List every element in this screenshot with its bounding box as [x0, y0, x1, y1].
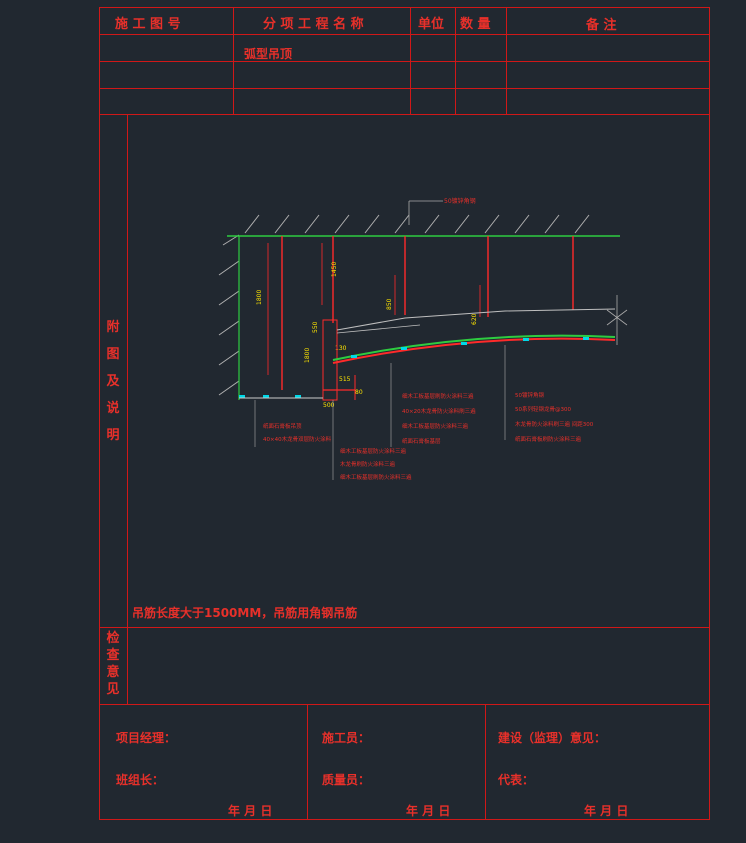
- header-divider: [99, 34, 710, 35]
- figure-bottom-divider: [99, 627, 710, 628]
- header-item-name: 分 项 工 程 名 称: [263, 17, 364, 32]
- svg-text:纸面石膏板刷防火涂料三遍: 纸面石膏板刷防火涂料三遍: [515, 435, 582, 443]
- svg-text:细木工板基层刷防火涂料三遍: 细木工板基层刷防火涂料三遍: [340, 473, 412, 481]
- column-divider: [233, 7, 234, 114]
- supervisor-opinion-label: 建设（监理）意见：: [498, 731, 607, 745]
- representative-label: 代表：: [498, 773, 535, 787]
- ceiling-section-drawing: 1800 1450 850 620 550 1800 130 515 80 50…: [218, 197, 628, 481]
- svg-text:1800: 1800: [304, 348, 311, 363]
- svg-text:40×20木龙骨防火涂料刷三遍: 40×20木龙骨防火涂料刷三遍: [402, 407, 476, 415]
- signoff-divider: [307, 704, 308, 820]
- header-quantity: 数 量: [460, 17, 491, 32]
- svg-text:50镀锌角钢: 50镀锌角钢: [515, 391, 544, 399]
- side-label-attached-figure: 附 图 及 说 明: [106, 320, 120, 443]
- row-divider: [99, 61, 710, 62]
- figure-side-divider: [127, 114, 128, 627]
- inspection-bottom-divider: [99, 704, 710, 705]
- date-label: 年 月 日: [228, 804, 273, 818]
- table-bottom-divider: [99, 114, 710, 115]
- svg-text:850: 850: [386, 298, 393, 310]
- svg-text:50系列轻钢龙骨@300: 50系列轻钢龙骨@300: [515, 405, 571, 413]
- signoff-divider: [485, 704, 486, 820]
- row-divider: [99, 88, 710, 89]
- svg-text:细木工板基层刷防火涂料三遍: 细木工板基层刷防火涂料三遍: [402, 392, 474, 400]
- svg-text:木龙骨刷防火涂料三遍: 木龙骨刷防火涂料三遍: [340, 460, 396, 468]
- svg-text:500: 500: [323, 402, 335, 409]
- svg-text:木龙骨防火涂料刷三遍 间距300: 木龙骨防火涂料刷三遍 间距300: [515, 420, 594, 428]
- builder-label: 施工员：: [322, 731, 371, 745]
- column-divider: [455, 7, 456, 114]
- header-remarks: 备 注: [586, 18, 617, 33]
- header-unit: 单位: [418, 17, 445, 32]
- svg-text:50镀锌角钢: 50镀锌角钢: [444, 197, 476, 205]
- header-drawing-no: 施 工 图 号: [115, 17, 181, 32]
- inspection-side-divider: [127, 627, 128, 704]
- svg-text:细木工板基层防火涂料三遍: 细木工板基层防火涂料三遍: [340, 447, 407, 455]
- team-leader-label: 班组长：: [116, 773, 165, 787]
- svg-text:40×40木龙骨双层防火涂料: 40×40木龙骨双层防火涂料: [263, 435, 332, 443]
- svg-text:1450: 1450: [331, 262, 338, 277]
- project-manager-label: 项目经理：: [116, 731, 177, 745]
- svg-text:1800: 1800: [256, 290, 263, 305]
- svg-text:纸面石膏板基层: 纸面石膏板基层: [402, 437, 441, 445]
- svg-text:细木工板基层防火涂料三遍: 细木工板基层防火涂料三遍: [402, 422, 469, 430]
- quality-inspector-label: 质量员：: [322, 773, 371, 787]
- svg-text:纸面石膏板吊顶: 纸面石膏板吊顶: [263, 422, 302, 430]
- svg-text:550: 550: [312, 321, 319, 333]
- row-item-name: 弧型吊顶: [244, 47, 293, 61]
- form-frame: [99, 7, 710, 820]
- svg-text:515: 515: [339, 376, 351, 383]
- date-label: 年 月 日: [406, 804, 451, 818]
- figure-note: 吊筋长度大于1500MM，吊筋用角钢吊筋: [132, 606, 358, 620]
- column-divider: [410, 7, 411, 114]
- svg-text:80: 80: [355, 389, 363, 396]
- svg-text:130: 130: [335, 345, 347, 352]
- column-divider: [506, 7, 507, 114]
- svg-text:620: 620: [471, 313, 478, 325]
- date-label: 年 月 日: [584, 804, 629, 818]
- side-label-inspection: 检 查 意 见: [106, 631, 120, 697]
